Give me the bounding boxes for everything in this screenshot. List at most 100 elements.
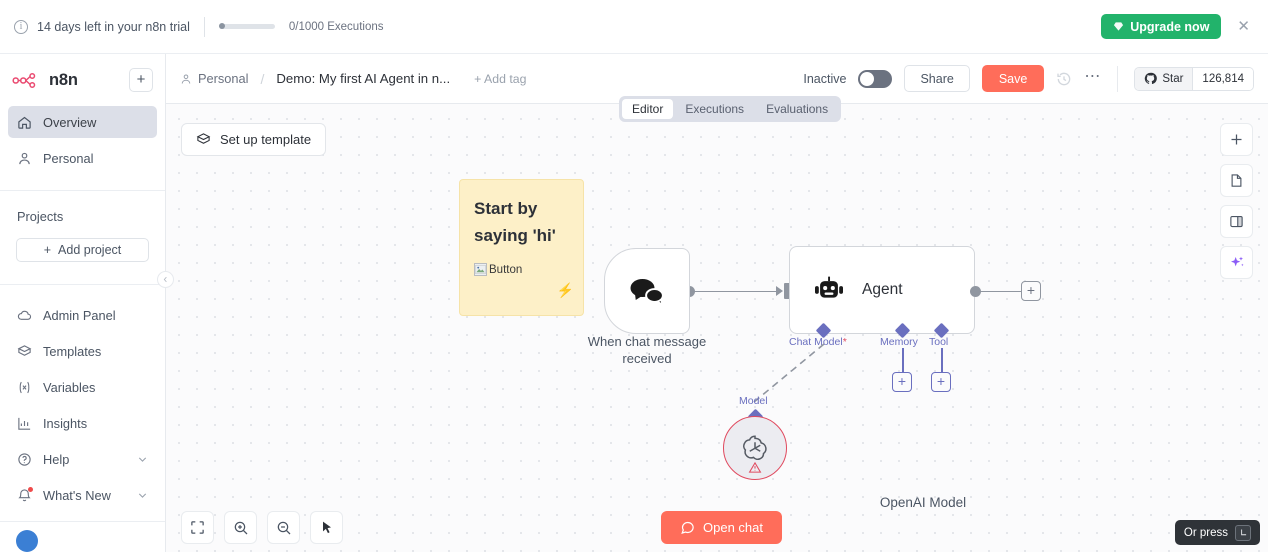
sidebar-item-personal[interactable]: Personal xyxy=(8,142,157,174)
sidebar-item-label: Help xyxy=(43,451,70,467)
trial-banner: i 14 days left in your n8n trial 0/1000 … xyxy=(0,0,1268,54)
sidebar-item-label: What's New xyxy=(43,487,111,503)
sidebar-item-admin-panel[interactable]: Admin Panel xyxy=(8,299,157,331)
sidebar-item-overview[interactable]: Overview xyxy=(8,106,157,138)
tab-evaluations[interactable]: Evaluations xyxy=(766,102,829,116)
zoom-in-button[interactable] xyxy=(224,511,257,544)
connection-tool xyxy=(941,348,943,376)
sidebar-item-whats-new[interactable]: What's New xyxy=(8,479,157,511)
node-caption-openai-model: OpenAI Model xyxy=(879,495,967,510)
trial-banner-left: i 14 days left in your n8n trial xyxy=(14,19,190,34)
agent-port-memory-label: Memory xyxy=(880,336,918,348)
add-node-after-agent-button[interactable]: + xyxy=(1021,281,1041,301)
sidebar-header: n8n + xyxy=(0,54,165,100)
ai-assistant-button[interactable] xyxy=(1220,246,1253,279)
node-caption-chat-trigger: When chat message received xyxy=(556,333,738,367)
save-button[interactable]: Save xyxy=(981,65,1045,92)
press-hint-tooltip: Or press xyxy=(1174,520,1260,545)
sticky-note-broken-image: Button xyxy=(474,263,569,276)
tab-editor[interactable]: Editor xyxy=(622,99,674,119)
node-agent[interactable]: Agent xyxy=(789,246,975,334)
notification-dot xyxy=(28,486,33,492)
n8n-logo[interactable]: n8n xyxy=(12,71,78,90)
open-chat-button[interactable]: Open chat xyxy=(661,511,782,544)
reset-zoom-button[interactable] xyxy=(310,511,343,544)
node-when-chat-message-received[interactable] xyxy=(604,248,690,334)
press-hint-text: Or press xyxy=(1183,526,1228,539)
agent-input-port[interactable] xyxy=(784,283,791,299)
sidebar-add-button[interactable]: + xyxy=(129,68,153,92)
set-up-template-label: Set up template xyxy=(220,132,312,147)
add-node-button[interactable] xyxy=(1220,123,1253,156)
avatar[interactable] xyxy=(16,530,38,552)
workflow-name[interactable]: Demo: My first AI Agent in n... xyxy=(276,71,451,86)
github-star-count: 126,814 xyxy=(1192,67,1253,90)
sidebar-item-variables[interactable]: Variables xyxy=(8,371,157,403)
lightning-icon: ⚡ xyxy=(556,282,574,298)
fit-screen-icon xyxy=(191,521,204,534)
caption-line-1: When chat message xyxy=(587,334,707,349)
zoom-out-button[interactable] xyxy=(267,511,300,544)
sidebar-item-label: Overview xyxy=(43,114,97,130)
set-up-template-button[interactable]: Set up template xyxy=(181,123,327,156)
header-divider xyxy=(1117,65,1119,92)
sidebar-bottom-nav: Admin Panel Templates Variables Insi xyxy=(0,285,165,521)
template-icon xyxy=(17,344,32,356)
sidebar-divider-2 xyxy=(0,284,165,285)
chevron-left-icon xyxy=(163,276,167,283)
person-icon xyxy=(181,73,191,84)
sidebar-projects-title: Projects xyxy=(17,208,64,224)
connection-agent-to-add xyxy=(979,290,1022,293)
sidebar-item-templates[interactable]: Templates xyxy=(8,335,157,367)
sidebar-item-label: Insights xyxy=(43,415,88,431)
workflow-header-actions: Inactive Share Save ⋯ Star 126,814 xyxy=(803,65,1254,92)
close-icon[interactable]: ✕ xyxy=(1237,18,1250,35)
sticky-note[interactable]: Start by saying 'hi' Button ⚡ xyxy=(459,179,584,316)
sidebar-collapse-handle[interactable] xyxy=(157,271,174,288)
required-asterisk: * xyxy=(842,336,847,348)
more-dots-icon[interactable]: ⋯ xyxy=(1084,67,1102,85)
add-project-button[interactable]: + Add project xyxy=(16,237,149,263)
node-openai-model[interactable] xyxy=(723,416,787,480)
add-memory-button[interactable]: + xyxy=(892,372,912,392)
trial-banner-right: Upgrade now ✕ xyxy=(1101,14,1254,39)
open-chat-label: Open chat xyxy=(703,520,763,535)
history-icon[interactable] xyxy=(1056,71,1072,87)
chat-icon xyxy=(681,521,694,535)
plus-icon: + xyxy=(43,243,52,257)
add-tag-button[interactable]: + Add tag xyxy=(474,71,527,86)
toggle-panel-button[interactable] xyxy=(1220,205,1253,238)
github-star-button[interactable]: Star xyxy=(1135,67,1193,90)
executions-progress-track xyxy=(218,23,275,29)
tab-executions[interactable]: Executions xyxy=(685,102,745,116)
port-label-text: Chat Model xyxy=(789,336,843,348)
github-icon xyxy=(1145,72,1158,85)
share-button[interactable]: Share xyxy=(904,65,970,92)
active-state-label: Inactive xyxy=(803,71,847,86)
sidebar-item-label: Templates xyxy=(43,343,102,359)
add-sticky-note-button[interactable] xyxy=(1220,164,1253,197)
activate-workflow-toggle[interactable] xyxy=(858,69,893,88)
sidebar-item-help[interactable]: Help xyxy=(8,443,157,475)
toggle-knob xyxy=(860,71,875,86)
github-star-label: Star xyxy=(1162,72,1184,85)
agent-output-port[interactable] xyxy=(970,286,981,297)
add-tool-button[interactable]: + xyxy=(931,372,951,392)
chevron-down-icon xyxy=(138,493,147,498)
executions-progress: 0/1000 Executions xyxy=(218,21,384,33)
zoom-to-fit-button[interactable] xyxy=(181,511,214,544)
sidebar: n8n + Overview Personal Projects + Add p… xyxy=(0,54,166,552)
connection-arrow xyxy=(776,286,783,296)
info-icon: i xyxy=(14,19,28,34)
tab-key-glyph xyxy=(1240,529,1246,536)
upgrade-now-button[interactable]: Upgrade now xyxy=(1101,14,1222,39)
breadcrumb: Personal / Demo: My first AI Agent in n.… xyxy=(180,71,526,87)
workflow-canvas[interactable]: Set up template Start by saying 'hi' But… xyxy=(166,104,1268,552)
add-project-label: Add project xyxy=(58,243,122,257)
sidebar-item-insights[interactable]: Insights xyxy=(8,407,157,439)
sidebar-nav: Overview Personal xyxy=(0,100,165,178)
caption-line-2: received xyxy=(622,351,672,366)
sidebar-footer xyxy=(0,521,165,552)
breadcrumb-project[interactable]: Personal xyxy=(198,71,249,86)
